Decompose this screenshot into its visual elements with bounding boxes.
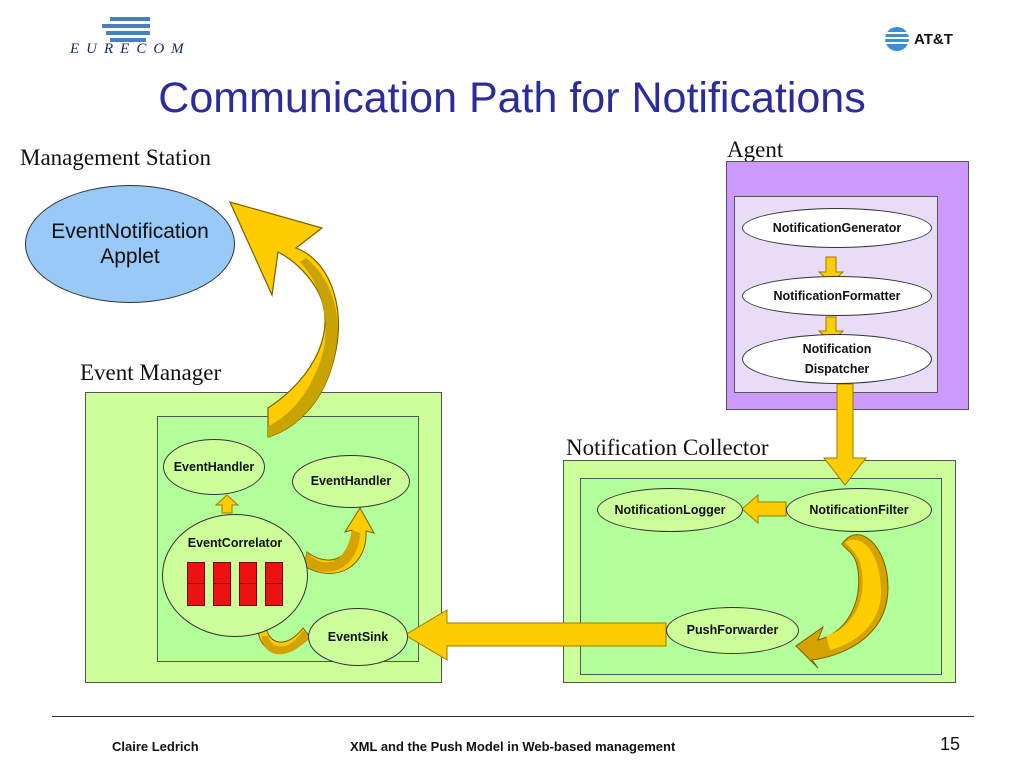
event-handler-left: EventHandler [163,439,265,495]
att-globe-icon [885,27,909,51]
push-forwarder: PushForwarder [666,607,799,654]
event-handler-right: EventHandler [292,455,410,508]
notification-formatter: NotificationFormatter [742,276,932,316]
dispatcher-line1: Notification [802,342,872,356]
notification-logger: NotificationLogger [597,488,743,532]
page-number: 15 [940,734,961,754]
notification-filter: NotificationFilter [786,488,932,532]
event-notification-applet: EventNotification Applet [25,185,235,303]
applet-line1: EventNotification [51,219,209,243]
event-correlator: EventCorrelator [162,514,308,637]
notification-dispatcher: Notification Dispatcher [742,334,932,384]
applet-line2: Applet [100,245,160,268]
queue-slot [213,562,231,606]
agent-label: Agent [727,137,784,162]
footer-subtitle: XML and the Push Model in Web-based mana… [350,739,676,754]
queue-slot [265,562,283,606]
footer-author: Claire Ledrich [112,739,199,754]
curved-arrow-to-applet [228,201,340,438]
queue-slot [187,562,205,606]
notification-generator: NotificationGenerator [742,208,932,248]
event-sink: EventSink [308,608,408,666]
eurecom-logo-text: EURECOM [70,41,191,57]
event-queue [187,562,283,606]
att-logo-text: AT&T [914,31,953,48]
att-logo: AT&T [884,26,964,54]
arrow-correlator-to-handler [214,494,240,514]
slide-title: Communication Path for Notifications [158,74,866,122]
eurecom-logo: EURECOM [70,14,200,58]
curved-arrow-correlator-to-handler [303,507,376,575]
dispatcher-line2: Dispatcher [804,362,870,376]
management-station-label: Management Station [20,145,211,170]
eurecom-logo-icon [102,17,150,42]
queue-slot [239,562,257,606]
arrow-forwarder-to-sink [404,609,667,661]
event-manager-label: Event Manager [80,360,222,385]
event-correlator-label: EventCorrelator [187,536,283,550]
notification-collector-label: Notification Collector [566,435,769,460]
footer-divider [52,716,974,717]
arrow-dispatcher-to-filter [822,383,868,486]
arrow-filter-to-logger [741,493,787,525]
